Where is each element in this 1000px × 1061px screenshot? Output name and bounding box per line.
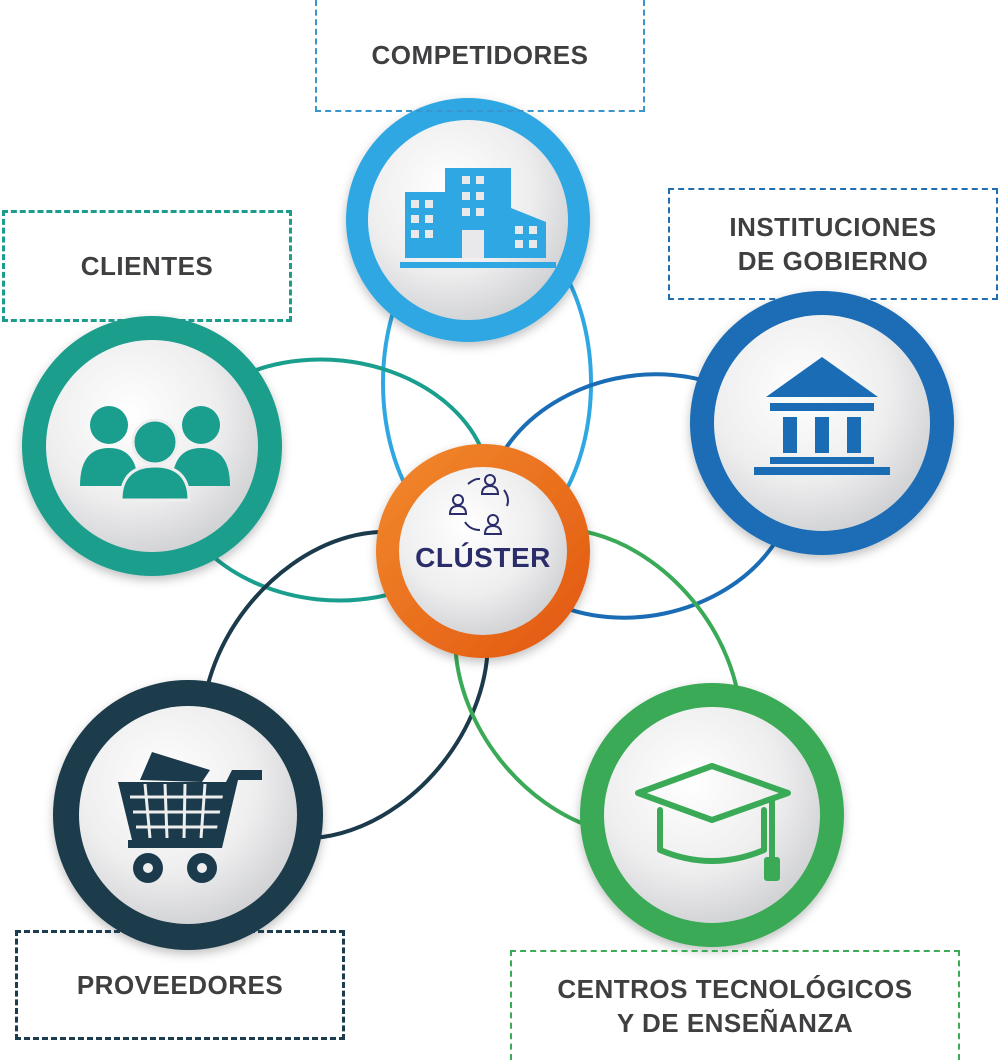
label-centros: CENTROS TECNOLÓGICOS Y DE ENSEÑANZA: [510, 950, 960, 1060]
label-centros-line-1: CENTROS TECNOLÓGICOS: [557, 974, 913, 1004]
graduation-cap-icon: [635, 763, 791, 881]
label-instituciones-line-2: DE GOBIERNO: [737, 246, 929, 276]
people-group-icon: [80, 406, 230, 502]
label-proveedores: PROVEEDORES: [15, 930, 345, 1040]
cluster-label: CLÚSTER: [415, 542, 551, 573]
center-cluster: [376, 444, 590, 658]
government-building-icon: [754, 357, 890, 475]
shopping-cart-icon: [118, 752, 262, 883]
people-cycle-icon: [448, 474, 509, 535]
label-instituciones-line-1: INSTITUCIONES: [729, 212, 937, 242]
label-clientes-line-1: CLIENTES: [80, 251, 214, 281]
node-centros: [580, 683, 844, 947]
label-proveedores-line-1: PROVEEDORES: [76, 970, 284, 1000]
label-centros-line-2: Y DE ENSEÑANZA: [616, 1008, 854, 1038]
buildings-icon: [400, 168, 556, 268]
label-clientes: CLIENTES: [2, 210, 292, 322]
label-competidores: COMPETIDORES: [315, 0, 645, 112]
label-competidores-line-1: COMPETIDORES: [371, 40, 589, 70]
label-instituciones: INSTITUCIONES DE GOBIERNO: [668, 188, 998, 300]
